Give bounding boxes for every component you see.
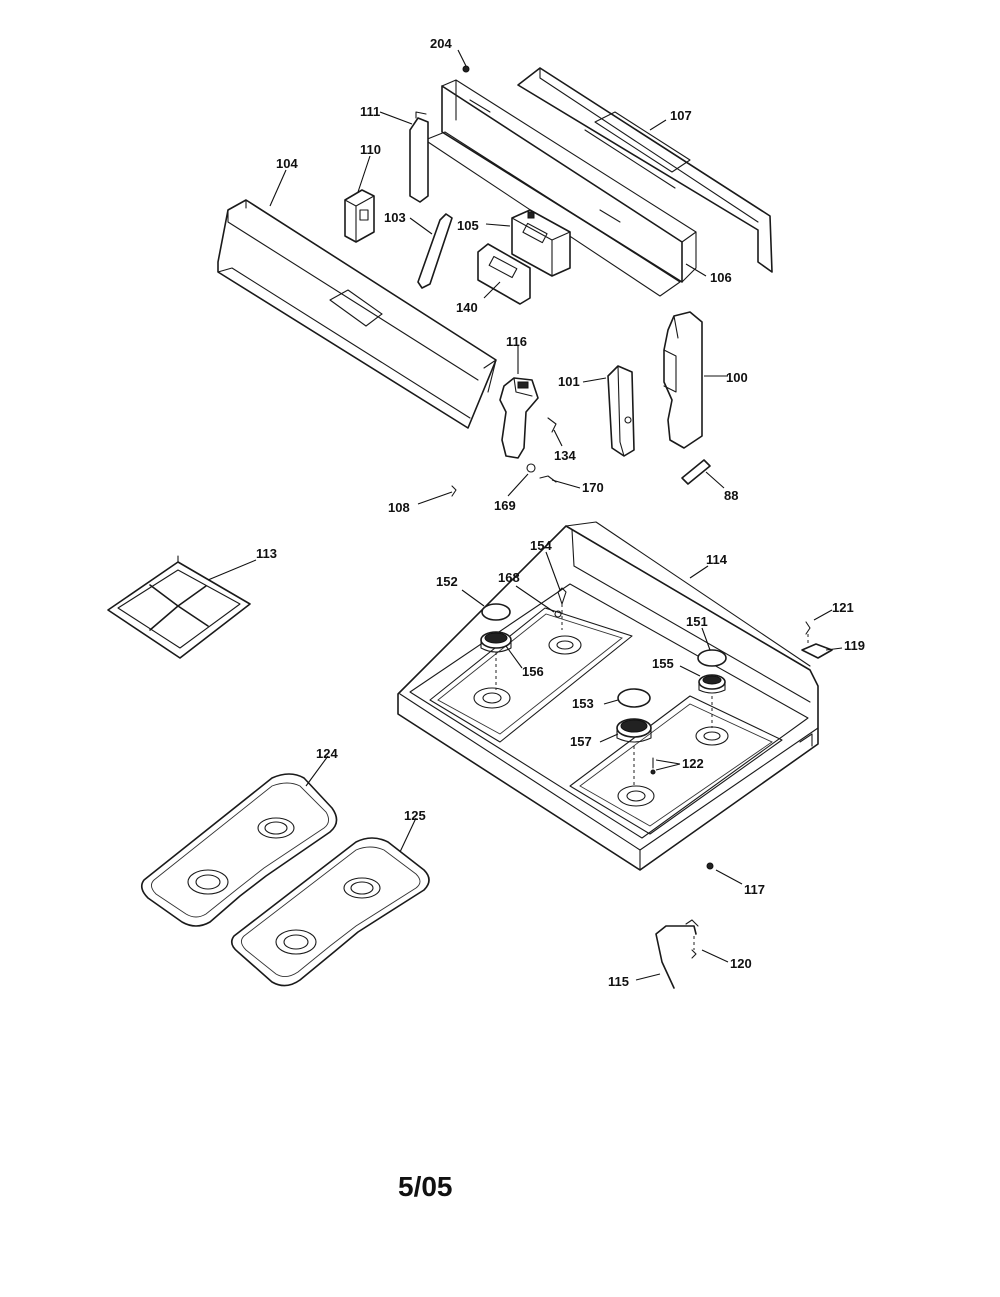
label-204: 204 [430,36,452,51]
part-124-drip-pan [140,773,338,927]
part-105-clock [511,209,571,277]
label-110: 110 [360,142,381,157]
part-103-bracket [417,213,453,289]
label-134: 134 [554,448,576,463]
label-154: 154 [530,538,552,553]
label-157: 157 [570,734,592,749]
label-100: 100 [726,370,748,385]
part-119-121-hardware [801,621,833,659]
label-88: 88 [724,488,738,503]
label-125: 125 [404,808,426,823]
label-111: 111 [360,104,380,119]
label-170: 170 [582,480,604,495]
label-140: 140 [456,300,478,315]
part-104-control-panel [217,199,497,429]
label-113: 113 [256,546,277,561]
part-110-module [344,189,375,243]
part-125-drip-pan [230,837,430,987]
label-156: 156 [522,664,544,679]
label-120: 120 [730,956,752,971]
part-101-bracket [607,365,635,457]
part-88-spacer [681,459,711,485]
label-107: 107 [670,108,692,123]
part-111-bracket [409,111,429,203]
part-100-end-cap [663,311,703,449]
label-103: 103 [384,210,406,225]
footer-code: 5/05 [398,1171,453,1202]
label-105: 105 [457,218,479,233]
label-117: 117 [744,882,765,897]
label-124: 124 [316,746,338,761]
leader-lines [207,49,843,981]
label-121: 121 [832,600,854,615]
label-104: 104 [276,156,298,171]
part-116-end-cap [499,377,539,459]
part-140-overlay [477,243,531,305]
part-115-117-120-hardware [655,862,714,989]
label-155: 155 [652,656,674,671]
part-114-cooktop [397,521,819,871]
label-151: 151 [686,614,708,629]
label-119: 119 [844,638,865,653]
part-labels: 204 107 111 110 104 103 105 106 140 116 … [256,36,865,989]
label-122: 122 [682,756,704,771]
label-108: 108 [388,500,410,515]
part-106-rear-panel [424,79,697,297]
label-152: 152 [436,574,458,589]
label-106: 106 [710,270,732,285]
label-101: 101 [558,374,580,389]
label-153: 153 [572,696,594,711]
label-116: 116 [506,334,527,349]
label-114: 114 [706,552,728,567]
part-113-grate [107,555,251,659]
label-168: 168 [498,570,520,585]
part-107-top-panel [517,67,773,273]
label-169: 169 [494,498,516,513]
label-115: 115 [608,974,629,989]
burners-and-caps [480,587,727,788]
